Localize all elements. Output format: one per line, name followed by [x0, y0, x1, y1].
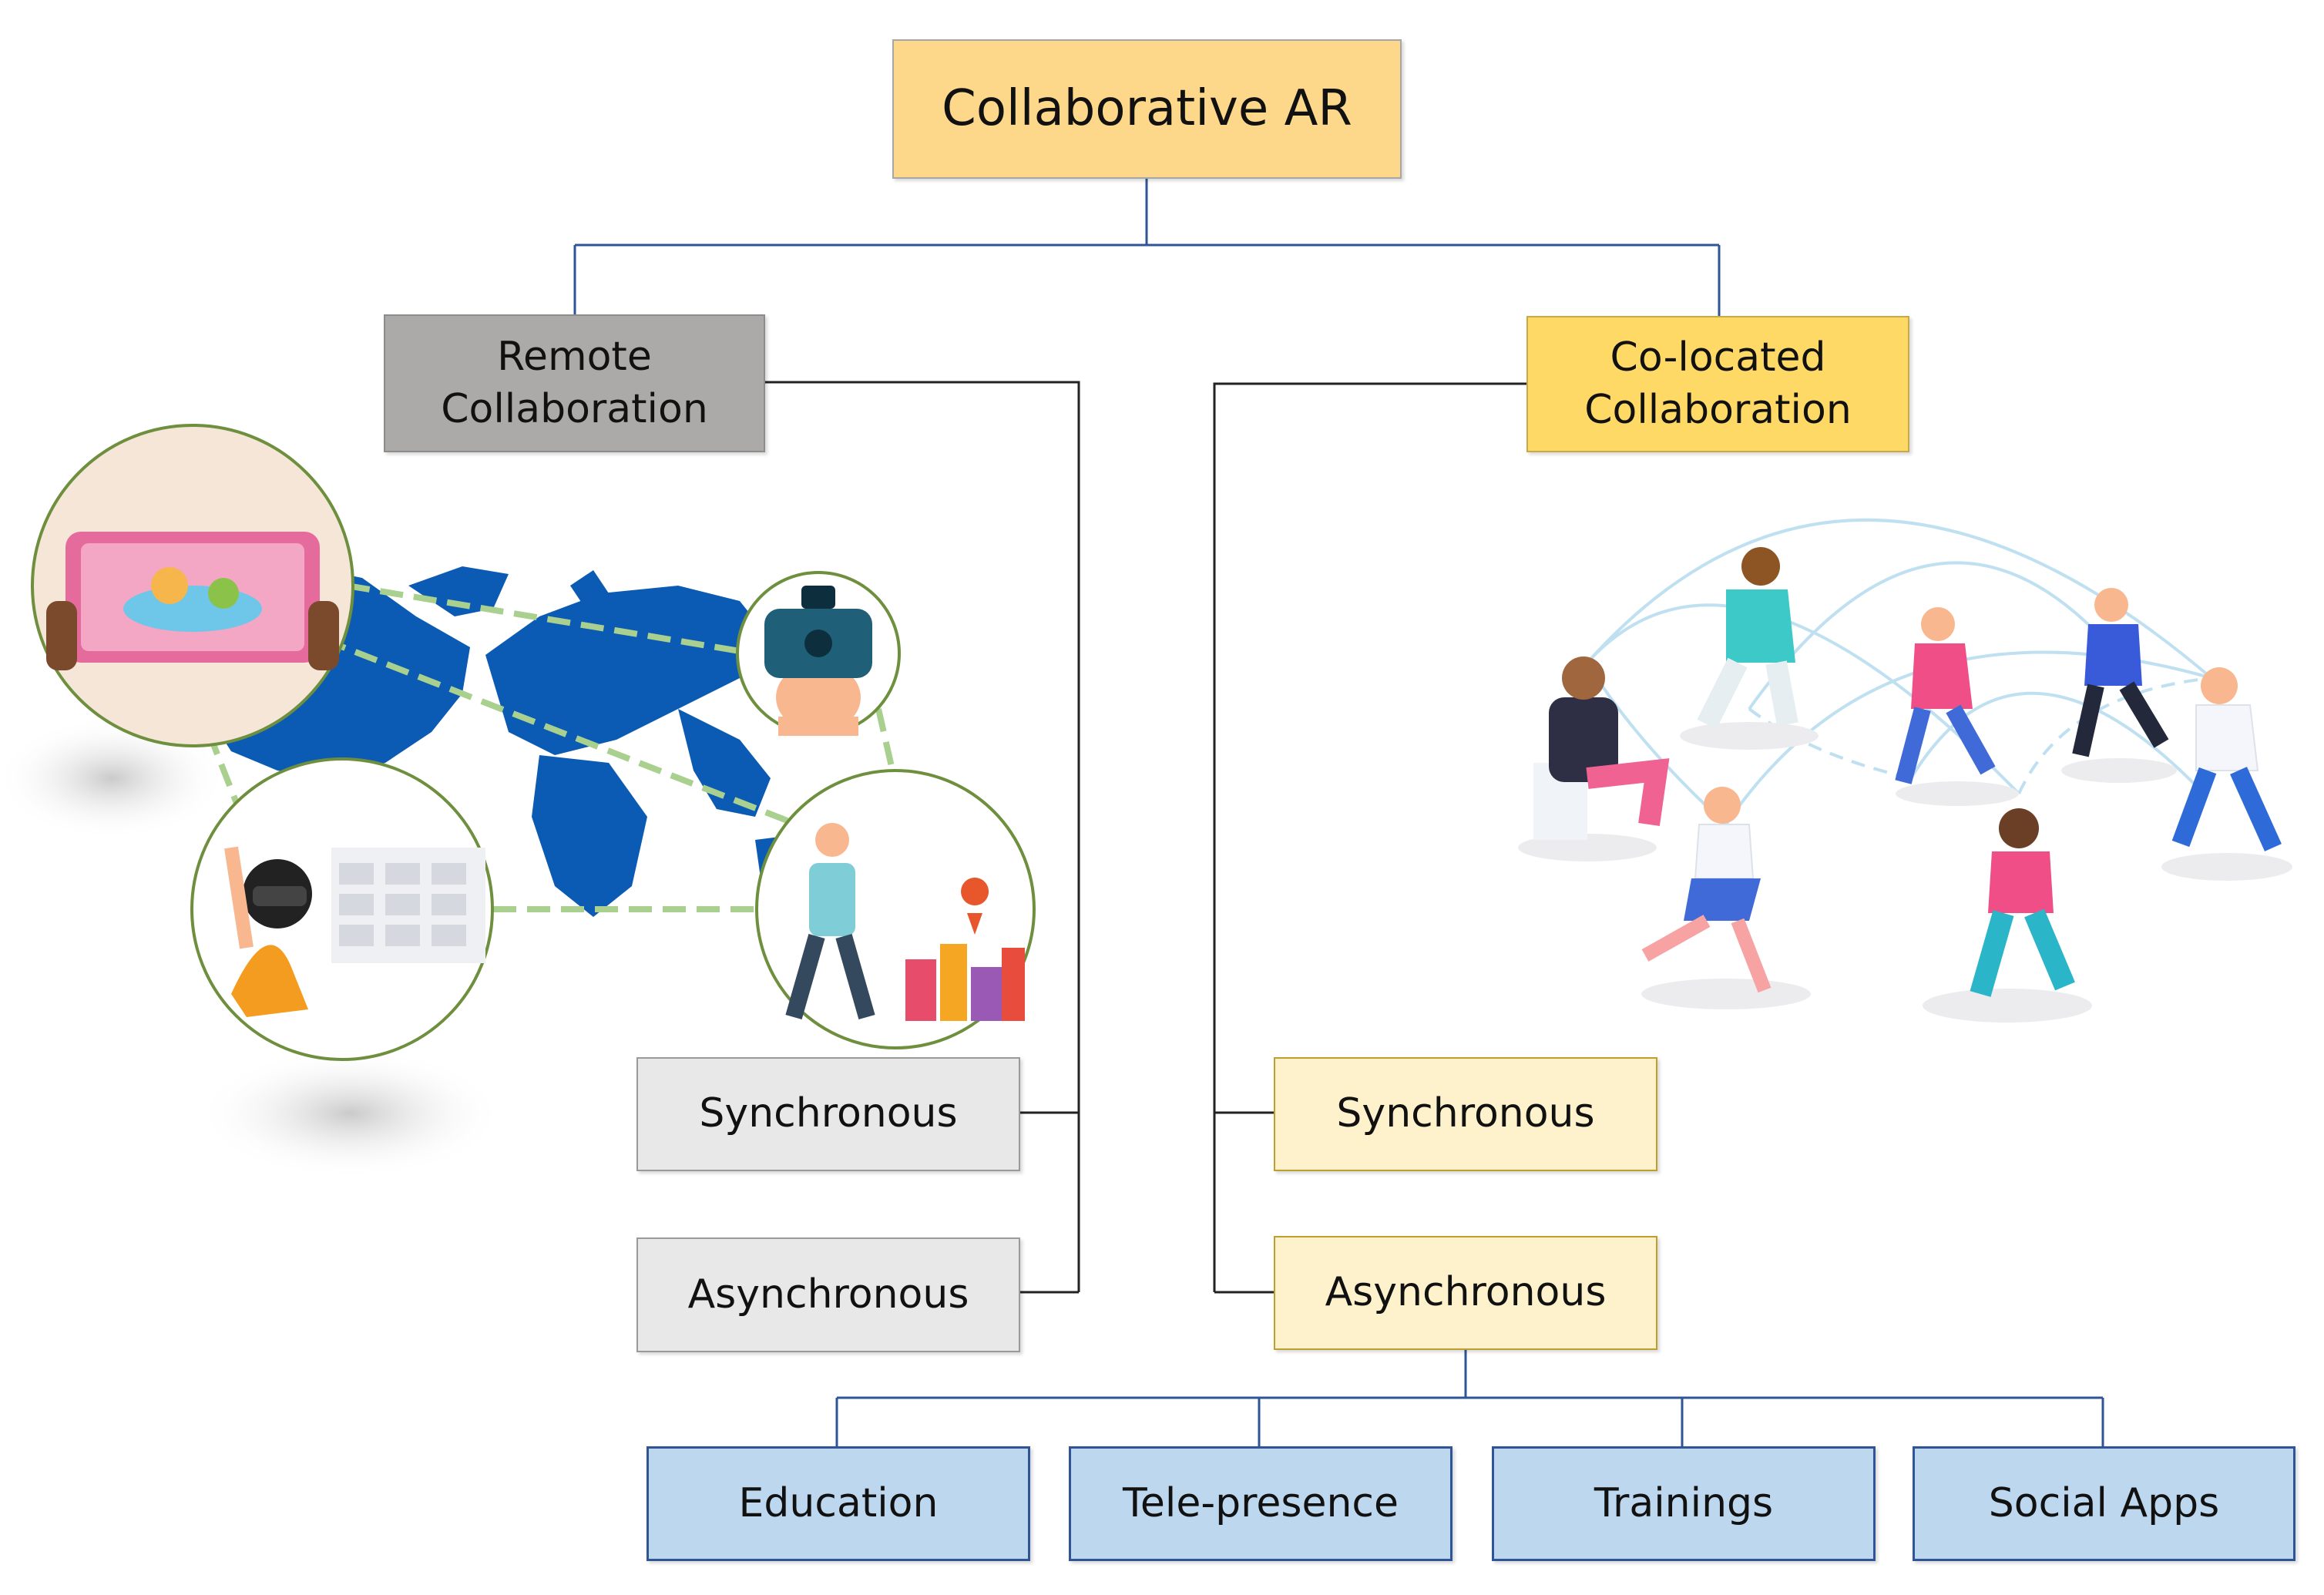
remote-asynchronous-node: Asynchronous	[636, 1237, 1020, 1352]
colocated-asynchronous-node: Asynchronous	[1274, 1236, 1657, 1350]
application-education-node: Education	[646, 1446, 1030, 1561]
remote-collaboration-node: Remote Collaboration	[384, 314, 765, 452]
colocated-connectors	[1213, 382, 1526, 1294]
application-connectors	[835, 1350, 2104, 1446]
vr-headset-circle	[736, 571, 901, 736]
location-pin-icon	[961, 878, 989, 935]
application-social-apps-node: Social Apps	[1913, 1446, 2295, 1561]
people-shadows	[1518, 722, 2292, 1022]
remote-illustration	[0, 424, 1036, 1179]
colocated-label-line1: Co-located	[1610, 334, 1826, 381]
walking-person-figure	[1895, 607, 1996, 784]
soft-shadow	[0, 717, 227, 840]
seated-person-figure	[1533, 656, 1670, 840]
walking-person-figure	[1970, 808, 2075, 997]
city-buildings	[905, 944, 1025, 1021]
root-node: Collaborative AR	[892, 39, 1402, 179]
root-label: Collaborative AR	[942, 79, 1352, 137]
remote-connectors	[765, 381, 1080, 1294]
remote-synchronous-node: Synchronous	[636, 1057, 1020, 1171]
application-telepresence-node: Tele-presence	[1069, 1446, 1452, 1561]
application-label: Social Apps	[1988, 1479, 2220, 1526]
colocated-synchronous-node: Synchronous	[1274, 1057, 1657, 1171]
colocated-synchronous-label: Synchronous	[1336, 1090, 1595, 1137]
walking-user-circle	[755, 769, 1036, 1049]
remote-asynchronous-label: Asynchronous	[687, 1271, 969, 1318]
walking-person-figure	[1697, 547, 1798, 730]
colocated-illustration	[1518, 519, 2292, 1022]
colocated-asynchronous-label: Asynchronous	[1325, 1269, 1607, 1316]
running-person-figure	[2171, 667, 2282, 851]
colocated-label-line2: Collaboration	[1584, 386, 1852, 433]
application-label: Trainings	[1594, 1479, 1774, 1526]
ar-tablet-circle	[31, 424, 354, 747]
soft-shadow	[196, 1048, 505, 1179]
application-label: Education	[738, 1479, 939, 1526]
application-trainings-node: Trainings	[1492, 1446, 1876, 1561]
remote-label-line2: Collaboration	[441, 385, 708, 432]
colocated-collaboration-node: Co-located Collaboration	[1526, 316, 1909, 452]
vr-user-circle	[190, 757, 494, 1061]
walking-person-figure	[2072, 588, 2169, 757]
running-person-figure	[1641, 787, 1772, 993]
remote-label-line1: Remote	[497, 333, 652, 380]
root-connectors	[573, 179, 1721, 316]
application-label: Tele-presence	[1123, 1479, 1399, 1526]
remote-synchronous-label: Synchronous	[699, 1090, 958, 1137]
